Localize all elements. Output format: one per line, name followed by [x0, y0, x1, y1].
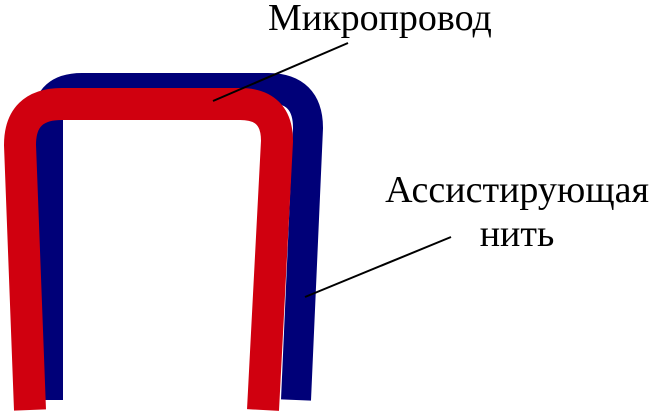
microwire-leader-line [212, 42, 349, 102]
assist-thread-leader-line [304, 236, 452, 298]
microwire-label: Микропровод [268, 0, 492, 39]
assist-thread-label-line1: Ассистирующая [385, 169, 649, 211]
assist-thread-label: Ассистирующая нить [367, 168, 667, 256]
assist-thread-label-line2: нить [479, 213, 555, 255]
microwire-shape [4, 88, 293, 411]
